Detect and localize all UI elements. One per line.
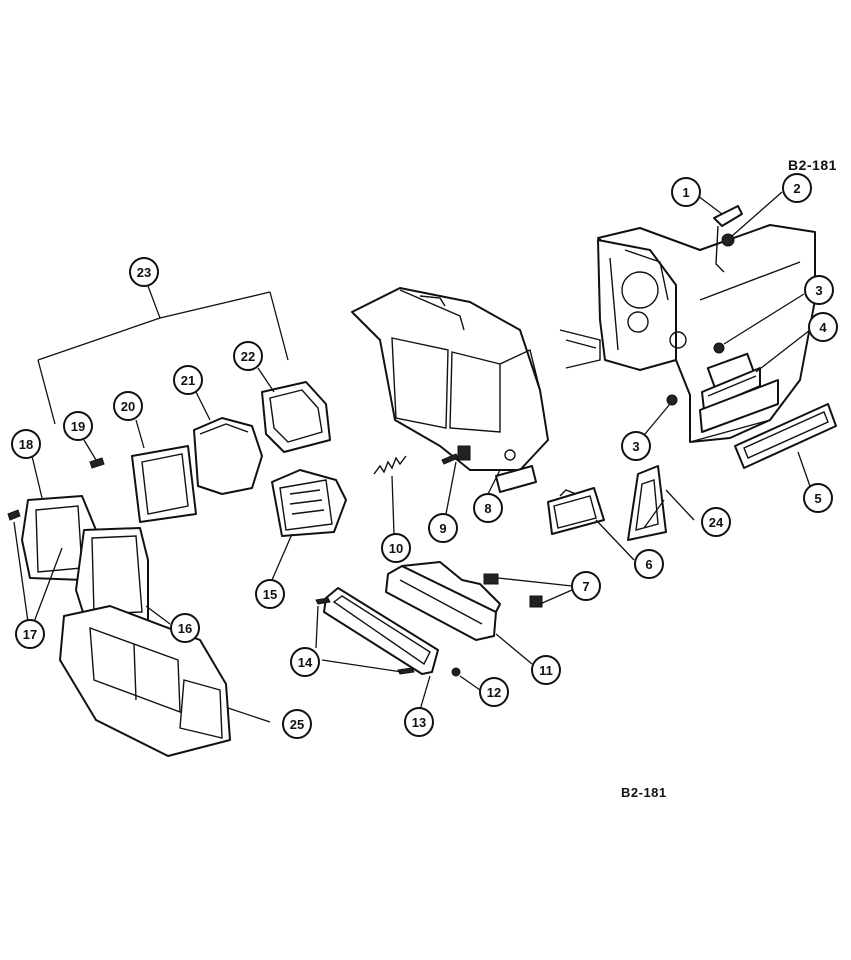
part-3-nut-lower	[666, 394, 678, 406]
part-1-clip	[713, 205, 743, 273]
part-12-screw	[451, 667, 461, 677]
grille-support-panel	[351, 287, 549, 493]
part-5-side-marker-lens	[734, 403, 837, 469]
svg-text:4: 4	[819, 320, 827, 335]
part-6-parking-lamp	[547, 487, 605, 535]
svg-text:15: 15	[263, 587, 277, 602]
svg-text:9: 9	[439, 521, 446, 536]
svg-text:3: 3	[632, 439, 639, 454]
svg-text:11: 11	[539, 663, 553, 678]
drawing-code-bottom: B2-181	[621, 785, 667, 800]
callout-9: 9	[428, 513, 458, 543]
svg-text:12: 12	[487, 685, 501, 700]
callout-13: 13	[404, 707, 434, 737]
callout-22: 22	[233, 341, 263, 371]
svg-text:17: 17	[23, 627, 37, 642]
part-11-lamp-assembly	[385, 561, 543, 641]
part-22-mounting-ring	[261, 381, 331, 453]
part-13-lamp-bezel	[323, 587, 439, 675]
callout-1: 1	[671, 177, 701, 207]
svg-text:22: 22	[241, 349, 255, 364]
svg-text:19: 19	[71, 419, 85, 434]
callout-20: 20	[113, 391, 143, 421]
svg-text:21: 21	[181, 373, 195, 388]
callout-24: 24	[701, 507, 731, 537]
callout-18: 18	[11, 429, 41, 459]
callout-3-lower: 3	[621, 431, 651, 461]
callout-8: 8	[473, 493, 503, 523]
callout-17: 17	[15, 619, 45, 649]
callout-19: 19	[63, 411, 93, 441]
svg-text:25: 25	[290, 717, 304, 732]
svg-text:6: 6	[645, 557, 652, 572]
part-17-screw-left	[7, 509, 21, 521]
callout-23: 23	[129, 257, 159, 287]
fender-body-panel	[559, 224, 816, 443]
svg-text:13: 13	[412, 715, 426, 730]
part-10-spring	[373, 455, 407, 475]
svg-text:10: 10	[389, 541, 403, 556]
callout-25: 25	[282, 709, 312, 739]
svg-text:16: 16	[178, 621, 192, 636]
callout-5: 5	[803, 483, 833, 513]
part-15-headlamp-housing	[271, 469, 347, 537]
callout-7: 7	[571, 571, 601, 601]
svg-text:5: 5	[814, 491, 821, 506]
drawing-code-top: B2-181	[788, 157, 837, 173]
svg-text:1: 1	[682, 185, 689, 200]
part-19-screw	[89, 457, 105, 469]
leader-lines	[13, 191, 813, 723]
part-20-retaining-ring	[131, 445, 197, 523]
part-3-nut-upper	[713, 342, 725, 354]
callout-4: 4	[808, 312, 838, 342]
svg-text:7: 7	[582, 579, 589, 594]
part-14-screw-right	[397, 667, 415, 675]
part-2-nut	[721, 233, 735, 247]
svg-text:14: 14	[298, 655, 313, 670]
svg-text:2: 2	[793, 181, 800, 196]
callout-16: 16	[170, 613, 200, 643]
part-9-screw	[441, 445, 471, 465]
callout-3-upper: 3	[804, 275, 834, 305]
svg-text:23: 23	[137, 265, 151, 280]
callout-15: 15	[255, 579, 285, 609]
callout-21: 21	[173, 365, 203, 395]
svg-text:18: 18	[19, 437, 33, 452]
callout-10: 10	[381, 533, 411, 563]
part-25-grille	[59, 605, 231, 757]
part-21-sealed-beam	[193, 417, 263, 495]
callouts: 1 2 3 4 3 5 6 7 8 9 10 11 12 13 14 15 16…	[11, 173, 838, 739]
svg-text:24: 24	[709, 515, 724, 530]
svg-text:3: 3	[815, 283, 822, 298]
svg-text:8: 8	[484, 501, 491, 516]
callout-2: 2	[782, 173, 812, 203]
callout-11: 11	[531, 655, 561, 685]
callout-6: 6	[634, 549, 664, 579]
callout-12: 12	[479, 677, 509, 707]
part-24-marker-bezel	[627, 465, 667, 541]
callout-14: 14	[290, 647, 320, 677]
svg-text:20: 20	[121, 399, 135, 414]
part-14-screw-left	[315, 597, 331, 605]
